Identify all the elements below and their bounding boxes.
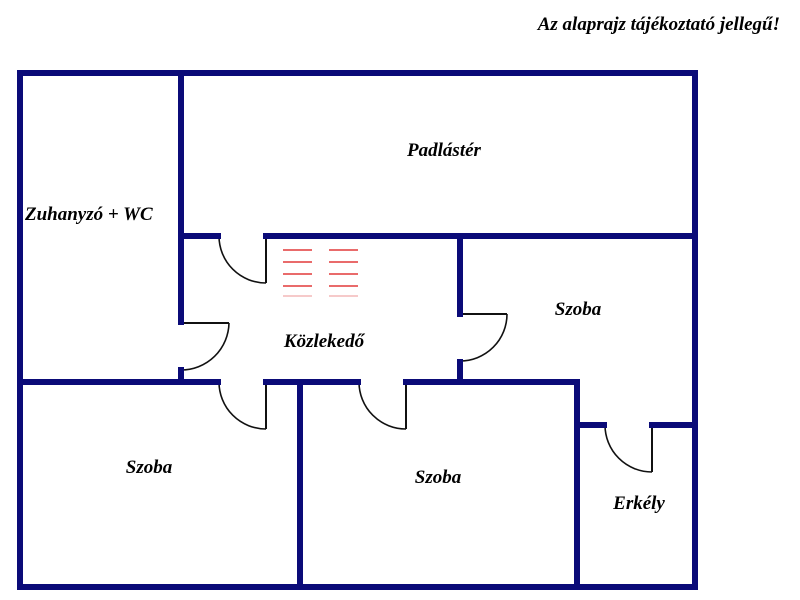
door-swing-icon (218, 381, 267, 430)
room-label-attic: Padlástér (406, 140, 481, 161)
stairs-icon (283, 249, 358, 297)
door-swing-icon (459, 313, 508, 362)
door-swing-icon (604, 424, 653, 473)
door-swing-icon (218, 235, 267, 284)
room-label-room-east: Szoba (555, 299, 602, 320)
room-label-hallway: Közlekedő (283, 331, 366, 352)
door-swing-icon (358, 381, 407, 430)
room-label-balcony: Erkély (612, 493, 665, 514)
disclaimer-note: Az alaprajz tájékoztató jellegű! (537, 14, 780, 35)
walls (17, 70, 698, 590)
room-label-room-south: Szoba (415, 467, 462, 488)
room-label-bathroom: Zuhanyzó + WC (24, 204, 153, 225)
door-swing-icon (180, 322, 230, 371)
room-label-room-southwest: Szoba (126, 457, 173, 478)
doors (180, 235, 653, 473)
